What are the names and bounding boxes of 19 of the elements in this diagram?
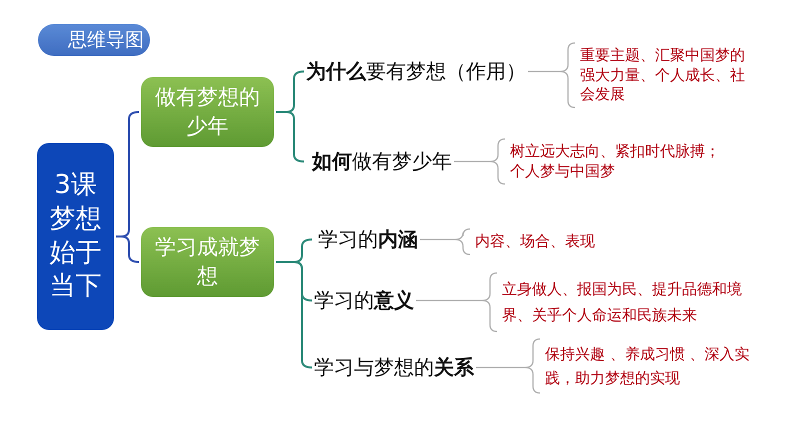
- brace-connector: [419, 228, 471, 256]
- subtopic-text: 学习的内涵: [318, 227, 418, 251]
- brace-connector: [475, 338, 541, 394]
- branch-box: 学习成就梦想: [141, 227, 274, 297]
- detail-text: 树立远大志向、紧扣时代脉搏；个人梦与中国梦: [510, 142, 720, 180]
- brace-connector: [415, 272, 498, 332]
- detail-text: 立身做人、报国为民、提升品德和境界、关乎个人命运和民族未来: [502, 280, 742, 324]
- detail-text: 重要主题、汇聚中国梦的强大力量、个人成长、社会发展: [580, 46, 745, 103]
- brace-connector: [453, 138, 506, 185]
- topic-box: 3课梦想始于当下: [37, 143, 114, 330]
- subtopic-text: 为什么要有梦想（作用）: [306, 59, 526, 83]
- subtopic-text: 如何做有梦少年: [312, 149, 452, 173]
- title-pill: 思维导图: [38, 24, 150, 56]
- subtopic-text: 学习与梦想的关系: [314, 355, 474, 379]
- brace-connector: [527, 42, 576, 108]
- branch-box: 做有梦想的少年: [141, 77, 274, 147]
- detail-text: 保持兴趣 、养成习惯 、深入实践，助力梦想的实现: [545, 345, 750, 387]
- detail-text: 内容、场合、表现: [475, 232, 595, 250]
- subtopic-text: 学习的意义: [314, 288, 414, 312]
